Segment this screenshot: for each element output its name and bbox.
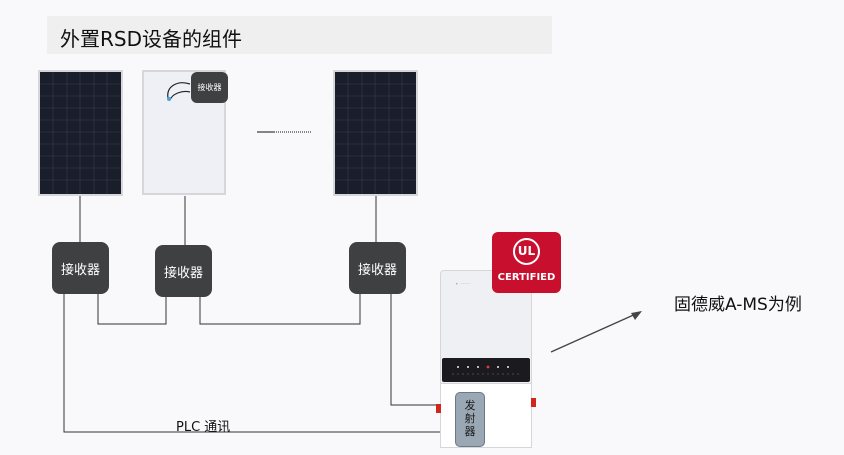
inverter-logo: • ·····: [455, 281, 470, 288]
receiver-3: 接收器: [349, 242, 406, 294]
inverter-display-strip: [442, 358, 530, 382]
inverter-indicator-lights: [452, 365, 520, 375]
transmitter-label: 发 射 器: [464, 399, 476, 438]
chain-wire-2: [199, 294, 361, 325]
inverter-left-connector: [436, 404, 441, 413]
solar-panel-1: [38, 70, 123, 196]
inverter-right-connector: [531, 398, 536, 407]
example-callout: 固德威A-MS为例: [674, 295, 802, 315]
title-bar: 外置RSD设备的组件: [47, 16, 552, 54]
panel-receiver-badge: 接收器: [191, 72, 228, 103]
panel-3-grid: [335, 72, 416, 194]
plc-communication-label: PLC 通讯: [176, 420, 231, 435]
ul-certified-text: CERTIFIED: [497, 272, 556, 283]
callout-arrow: [550, 312, 639, 353]
receiver-2: 接收器: [155, 245, 212, 297]
receiver-1: 接收器: [52, 242, 109, 294]
transmitter: 发 射 器: [455, 392, 485, 447]
inverter-wiring-box: [440, 383, 532, 448]
plc-wire: [63, 294, 442, 433]
page-title: 外置RSD设备的组件: [60, 27, 242, 51]
inverter-input-wire: [390, 294, 440, 406]
chain-wire-1: [97, 294, 167, 325]
callout-arrowhead: [631, 311, 642, 320]
ul-certified-badge: UL CERTIFIED: [492, 232, 561, 293]
junction-cable-icon: [167, 82, 191, 101]
ul-mark: UL: [513, 238, 540, 265]
panel-1-grid: [40, 72, 121, 194]
solar-panel-3: [333, 70, 418, 196]
